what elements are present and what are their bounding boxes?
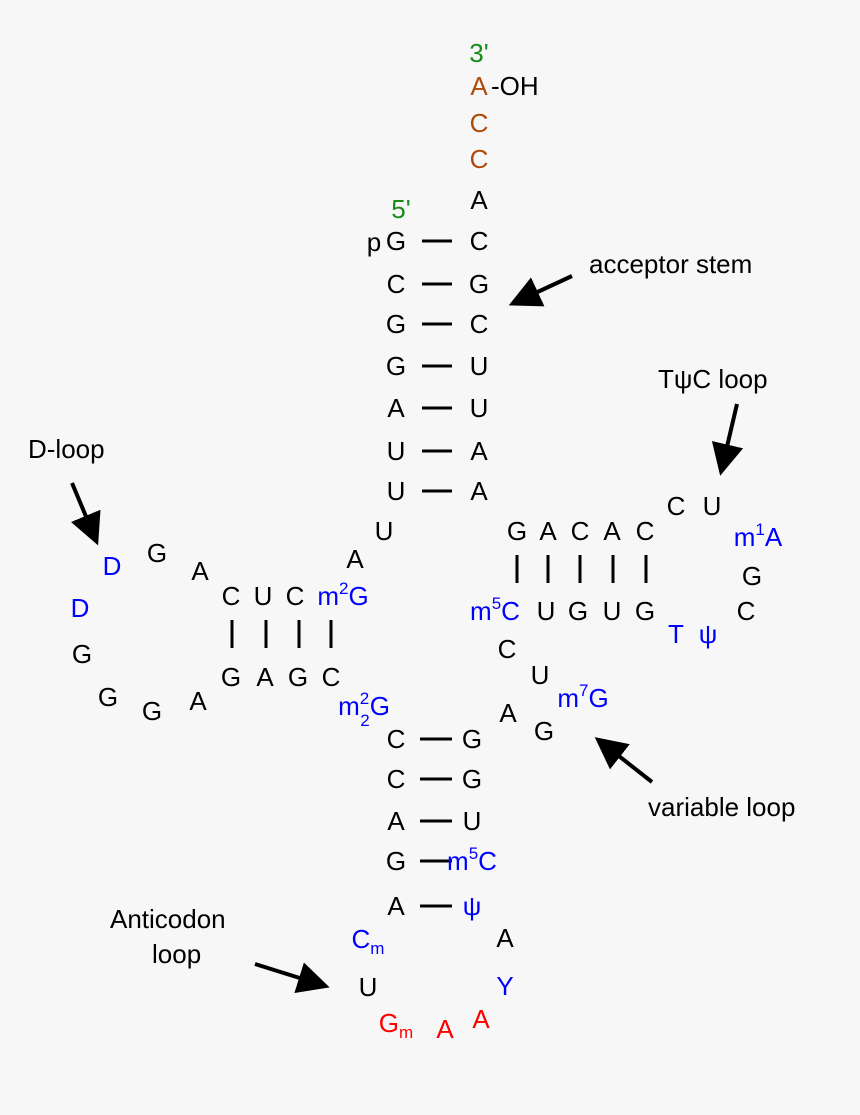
anticodon-loop-nucleotide: A: [436, 1014, 454, 1044]
t-stem-3-nucleotide: G: [507, 516, 527, 546]
d-stem-bottom-nucleotide: G: [221, 662, 241, 692]
anticodon-stem-5-nucleotide: A: [387, 891, 405, 921]
acceptor-stem-label: acceptor stem: [589, 249, 752, 279]
anticodon-loop-nucleotide: Cm: [352, 924, 385, 958]
acceptor-stem-3-nucleotide: G: [469, 269, 489, 299]
t-loop-nucleotide: C: [667, 491, 686, 521]
acceptor-stem-5-nucleotide: G: [386, 351, 406, 381]
acceptor-stem-5-nucleotide: U: [387, 436, 406, 466]
acceptor-stem-3-nucleotide: C: [470, 309, 489, 339]
five-prime-label: 5': [391, 194, 410, 224]
anticodon-loop-nucleotide: U: [359, 972, 378, 1002]
anticodon-stem-3-nucleotide: U: [463, 806, 482, 836]
t-stem-5-nucleotide: G: [635, 596, 655, 626]
anticodon-loop-nucleotide: Y: [496, 971, 513, 1001]
d-loop-nucleotide: D: [71, 593, 90, 623]
d-stem-top-nucleotide: C: [222, 581, 241, 611]
anticodon-stem-3-nucleotide: G: [462, 764, 482, 794]
label-arrows: [70, 274, 744, 994]
variable-loop-nucleotide: A: [499, 698, 517, 728]
t-loop-nucleotide: U: [703, 491, 722, 521]
d-stem-bottom-nucleotide: G: [288, 662, 308, 692]
t-loop-nucleotide: T: [668, 619, 684, 649]
acceptor-stem-5-nucleotide: U: [387, 476, 406, 506]
d-loop-nucleotide: A: [189, 686, 207, 716]
acceptor-tail-nucleotide: C: [470, 108, 489, 138]
junction-nucleotide: U: [375, 516, 394, 546]
d-stem-bottom-nucleotide: C: [322, 662, 341, 692]
t-stem-3-nucleotide: A: [603, 516, 621, 546]
variable-loop-nucleotide: G: [534, 716, 554, 746]
anticodon-stem-5-nucleotide: A: [387, 806, 405, 836]
d-loop-nucleotide: D: [103, 551, 122, 581]
anticodon-loop-label: Anticodon: [110, 904, 226, 934]
t-stem-3-nucleotide: C: [636, 516, 655, 546]
d-loop-nucleotide: A: [191, 556, 209, 586]
t-stem-3-nucleotide: A: [539, 516, 557, 546]
t-stem-3-nucleotide: C: [571, 516, 590, 546]
acceptor-stem-3-nucleotide: U: [470, 393, 489, 423]
t-stem-5-nucleotide: U: [537, 596, 556, 626]
t-loop-nucleotide: m1A: [734, 520, 783, 552]
t-stem-5-nucleotide: m5C: [470, 594, 520, 626]
variable-loop-label: variable loop: [648, 792, 795, 822]
d-stem-top-nucleotide: C: [286, 581, 305, 611]
acceptor-stem-5-nucleotide: A: [387, 393, 405, 423]
tpsic-loop-label: TψC loop: [658, 364, 768, 394]
junction-nucleotide: A: [346, 544, 364, 574]
d-loop-label: D-loop: [28, 434, 105, 464]
d-loop-nucleotide: G: [98, 682, 118, 712]
variable-loop-nucleotide: m7G: [557, 681, 608, 713]
tpsic-loop-arrow: [711, 403, 744, 476]
d-stem-bottom-nucleotide: A: [256, 662, 274, 692]
d-loop-nucleotide: G: [72, 639, 92, 669]
three-prime-label: 3': [469, 38, 488, 68]
phosphate-label: p: [367, 227, 381, 257]
t-stem-5-nucleotide: G: [568, 596, 588, 626]
acceptor-stem-arrow: [508, 274, 573, 307]
variable-loop-nucleotide: U: [531, 660, 550, 690]
anticodon-loop-arrow: [254, 962, 330, 994]
anticodon-stem-5-nucleotide: C: [387, 764, 406, 794]
t-loop-nucleotide: G: [742, 561, 762, 591]
anticodon-stem-3-nucleotide: m5C: [447, 844, 497, 876]
d-stem-top-nucleotide: m2G: [317, 579, 368, 611]
acceptor-tail-nucleotide: A: [470, 185, 488, 215]
anticodon-stem-3-nucleotide: G: [462, 724, 482, 754]
t-stem-5-nucleotide: U: [603, 596, 622, 626]
d-loop-arrow: [70, 482, 101, 546]
d-loop-nucleotide: G: [142, 696, 162, 726]
t-loop-nucleotide: ψ: [699, 619, 718, 649]
anticodon-loop-nucleotide: A: [472, 1004, 490, 1034]
hydroxyl-label: -OH: [491, 71, 539, 101]
anticodon-loop-nucleotide: A: [496, 923, 514, 953]
acceptor-stem-3-nucleotide: A: [470, 436, 488, 466]
acceptor-stem-3-nucleotide: U: [470, 351, 489, 381]
acceptor-stem-5-nucleotide: C: [387, 269, 406, 299]
anticodon-loop-nucleotide: Gm: [379, 1008, 413, 1042]
acceptor-stem-3-nucleotide: C: [470, 226, 489, 256]
acceptor-stem-5-nucleotide: G: [386, 309, 406, 339]
acceptor-tail-nucleotide: C: [470, 144, 489, 174]
variable-loop-arrow: [594, 737, 654, 784]
acceptor-stem-3-nucleotide: A: [470, 476, 488, 506]
t-loop-nucleotide: C: [737, 596, 756, 626]
base-pair-bonds: [230, 239, 648, 908]
acceptor-tail-nucleotide: A: [470, 71, 488, 101]
anticodon-stem-3-nucleotide: ψ: [463, 891, 482, 921]
variable-loop-nucleotide: C: [498, 634, 517, 664]
acceptor-stem-5-nucleotide: G: [386, 226, 406, 256]
anticodon-loop-label-line2: loop: [152, 939, 201, 969]
anticodon-stem-5-nucleotide: G: [386, 846, 406, 876]
d-stem-top-nucleotide: U: [254, 581, 273, 611]
anticodon-stem-5-nucleotide: C: [387, 724, 406, 754]
d-loop-nucleotide: G: [147, 538, 167, 568]
